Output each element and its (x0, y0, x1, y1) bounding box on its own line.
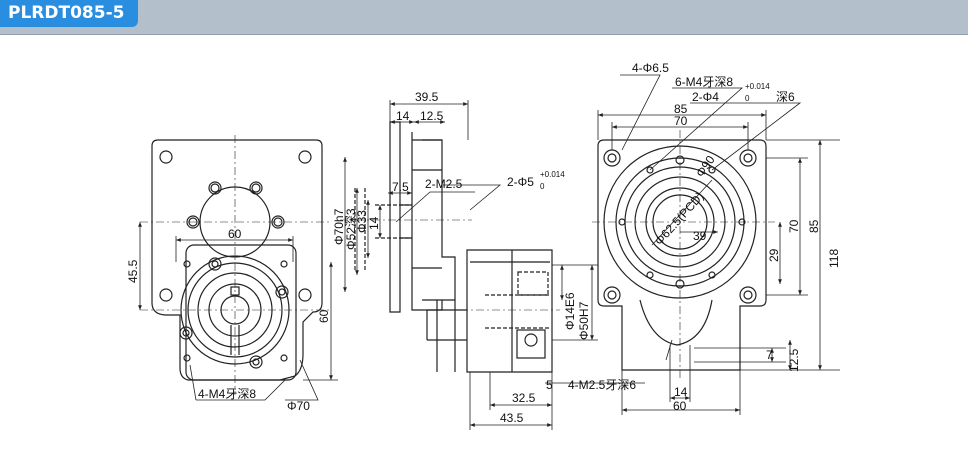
dim-side-12-5: 12.5 (420, 109, 444, 123)
dim-top-phi4-tol-top: +0.014 (745, 82, 770, 91)
dim-front-45-5: 45.5 (126, 259, 140, 283)
front-view (140, 135, 330, 395)
dim-top-phi4: 2-Φ4 (692, 90, 719, 104)
dim-out-32-5: 32.5 (512, 391, 536, 405)
dim-front-60: 60 (228, 227, 242, 241)
dim-top-60: 60 (673, 399, 687, 413)
dim-out-phi14: Φ14E6 (563, 292, 577, 330)
dim-out-m2-5: 4-M2.5牙深6 (568, 378, 636, 392)
dim-front-m4: 4-M4牙深8 (198, 387, 256, 401)
dim-out-phi50: Φ50H7 (577, 301, 591, 340)
model-tag: PLRDT085-5 (0, 0, 138, 27)
dim-side-phi52: Φ52深3 (344, 208, 358, 250)
dim-top-phi6-5: 4-Φ6.5 (632, 61, 669, 75)
top-dimensions (597, 74, 840, 415)
dim-front-60v: 60 (317, 309, 331, 323)
dim-top-phi90: Φ90 (693, 153, 718, 180)
dim-top-7: 7 (766, 348, 773, 362)
dim-side-m2-5: 2-M2.5 (425, 177, 463, 191)
dim-side-39-5: 39.5 (415, 90, 439, 104)
side-dimensions (343, 100, 645, 430)
dim-top-70: 70 (674, 114, 688, 128)
dim-top-85: 85 (674, 102, 688, 116)
dim-top-m4: 6-M4牙深8 (675, 75, 733, 89)
dim-top-12-5: 12.5 (787, 348, 801, 372)
dim-top-85v: 85 (807, 219, 821, 233)
dim-out-43-5: 43.5 (500, 411, 524, 425)
side-view (340, 121, 560, 373)
dim-top-70v: 70 (787, 219, 801, 233)
dim-out-5: 5 (546, 378, 553, 392)
dim-top-29: 29 (767, 248, 781, 262)
dim-top-phi4-depth: 深6 (776, 90, 795, 104)
dim-side-phi33: Φ33 (355, 210, 369, 233)
dim-side-7-5: 7.5 (392, 180, 409, 194)
top-view (592, 130, 775, 380)
header-bar: PLRDT085-5 (0, 0, 968, 28)
dim-front-phi70: Φ70 (287, 399, 310, 413)
dim-top-14: 14 (674, 385, 688, 399)
dim-top-39: 39 (693, 229, 707, 243)
drawing-panel (0, 34, 968, 452)
dim-side-phi70h7: Φ70h7 (332, 208, 346, 245)
dim-side-phi5: 2-Φ5 (507, 175, 534, 189)
dim-top-phi4-tol-bot: 0 (745, 94, 750, 103)
dim-side-phi5-tol-bot: 0 (540, 182, 545, 191)
front-dimensions (138, 222, 338, 401)
dim-top-118: 118 (827, 249, 841, 268)
dim-side-14: 14 (396, 109, 410, 123)
dim-side-14v: 14 (367, 216, 381, 230)
dim-side-phi5-tol-top: +0.014 (540, 170, 565, 179)
